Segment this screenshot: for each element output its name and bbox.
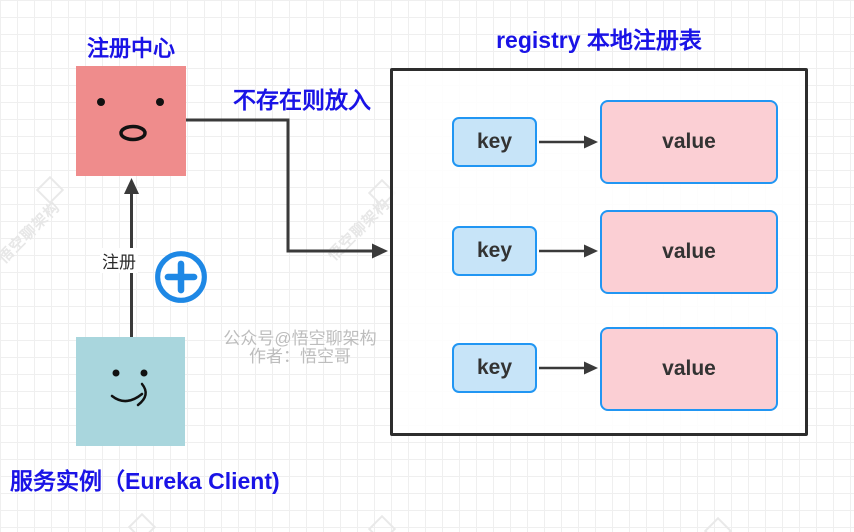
put-if-absent-label: 不存在则放入 <box>233 87 371 113</box>
register-label: 注册 <box>100 248 138 273</box>
registry-center-label: 注册中心 <box>86 36 175 61</box>
key-box: key <box>452 343 537 393</box>
value-box: value <box>600 100 778 184</box>
value-box: value <box>600 210 778 294</box>
surprised-face-icon <box>97 98 164 142</box>
registry-table-title: registry 本地注册表 <box>496 27 702 53</box>
watermark-credit-line1: 公众号@悟空聊架构 <box>223 329 377 348</box>
service-instance-label: 服务实例（Eureka Client) <box>10 468 280 494</box>
watermark-credit: 公众号@悟空聊架构 作者：悟空哥 <box>210 330 390 366</box>
diagonal-watermark: 悟空聊架构 <box>0 198 64 268</box>
value-box: value <box>600 327 778 411</box>
watermark-diamond <box>367 514 397 532</box>
watermark-diamond <box>703 516 733 532</box>
watermark-credit-line2: 作者：悟空哥 <box>249 347 351 366</box>
watermark-diamond <box>127 512 157 532</box>
registry-center-node <box>76 66 186 176</box>
key-box: key <box>452 117 537 167</box>
service-instance-node <box>76 337 185 446</box>
plus-circle-icon <box>155 251 207 303</box>
smirk-face-icon <box>110 369 148 407</box>
key-box: key <box>452 226 537 276</box>
